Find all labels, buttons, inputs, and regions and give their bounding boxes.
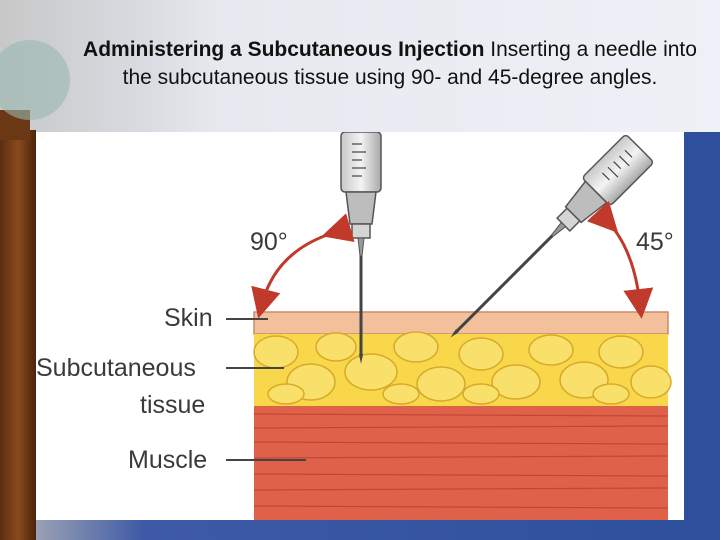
angle-arrow-90: [251, 213, 355, 319]
figure-panel: 90° 45° Skin Subcutaneous tissue Muscle: [36, 132, 684, 520]
injection-diagram: 90° 45° Skin Subcutaneous tissue Muscle: [36, 132, 674, 520]
angle-label-90: 90°: [250, 228, 288, 256]
caption-text: Inserting a needle into the subcutaneous…: [122, 38, 697, 89]
subcutaneous-layer: [253, 331, 672, 406]
skin-layer: [253, 311, 669, 335]
label-muscle: Muscle: [128, 446, 207, 474]
caption-title: Administering a Subcutaneous Injection: [83, 38, 485, 61]
muscle-layer: [253, 406, 669, 520]
syringe-45-degree: [450, 134, 654, 338]
bottle-decoration: [0, 40, 70, 540]
angle-label-45: 45°: [636, 228, 674, 256]
figure-caption: Administering a Subcutaneous Injection I…: [80, 36, 700, 92]
label-tissue: tissue: [140, 391, 205, 419]
angle-arrow-45: [586, 200, 654, 319]
label-subcutaneous: Subcutaneous: [36, 354, 196, 382]
label-skin: Skin: [164, 304, 213, 332]
